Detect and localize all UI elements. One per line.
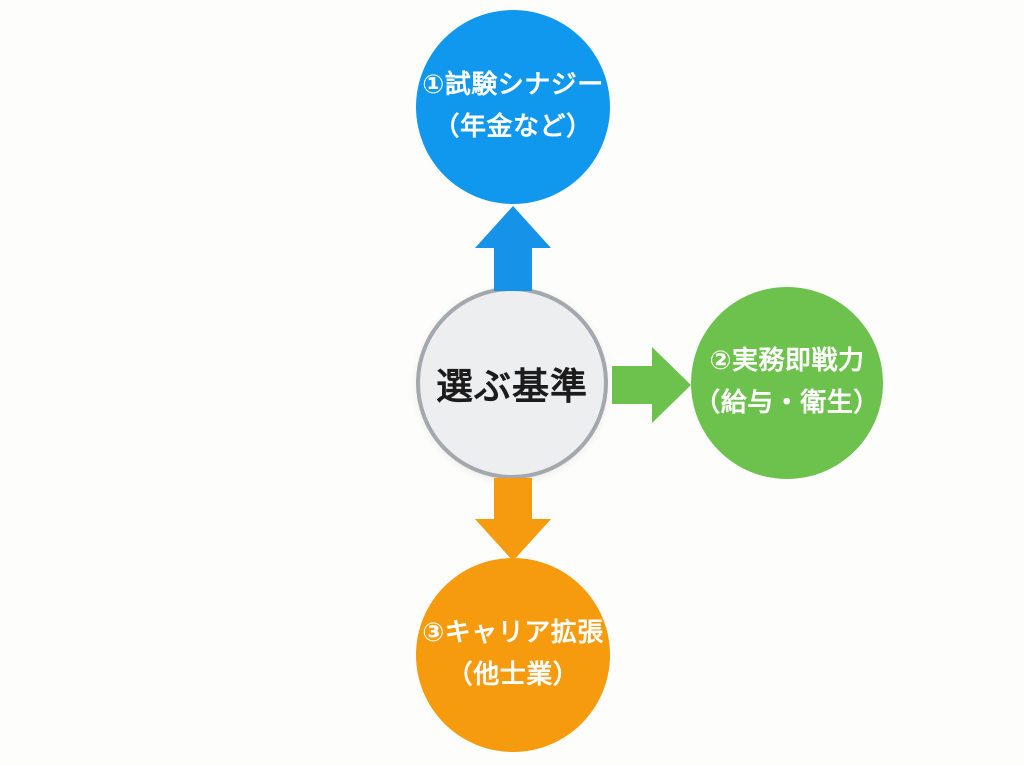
arrow-down-icon bbox=[475, 478, 551, 561]
node-career-expansion: ③キャリア拡張 （他士業） bbox=[416, 558, 610, 752]
node-career-expansion-line1: ③キャリア拡張 bbox=[422, 618, 604, 649]
node-career-expansion-line2: （他士業） bbox=[446, 660, 580, 690]
node-exam-synergy-line2: （年金など） bbox=[433, 112, 593, 142]
center-label: 選ぶ基準 bbox=[436, 365, 588, 408]
node-exam-synergy-line1: ①試験シナジー bbox=[422, 70, 604, 101]
node-exam-synergy: ①試験シナジー （年金など） bbox=[416, 10, 610, 204]
node-practical-skills-line1: ②実務即戦力 bbox=[709, 346, 865, 377]
node-center-criteria: 選ぶ基準 bbox=[416, 287, 608, 479]
node-practical-skills: ②実務即戦力 （給与・衛生） bbox=[691, 287, 883, 479]
arrow-up-icon bbox=[475, 206, 551, 291]
node-practical-skills-line2: （給与・衛生） bbox=[694, 388, 880, 418]
arrow-right-icon bbox=[612, 347, 691, 423]
